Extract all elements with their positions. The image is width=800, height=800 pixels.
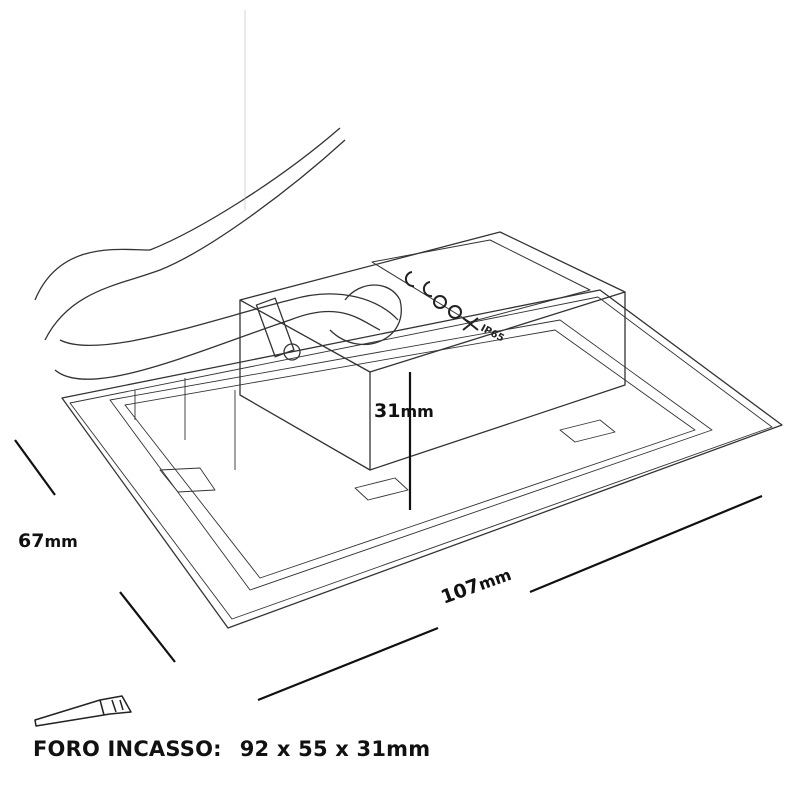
depth-dimension-label: 67mm <box>18 530 78 552</box>
driver-box <box>239 231 626 471</box>
dimension-lines <box>14 372 763 702</box>
mounting-plate <box>61 289 783 629</box>
cutout-caption: FORO INCASSO: 92 x 55 x 31mm <box>33 737 430 761</box>
hand-saw-icon <box>34 695 132 727</box>
height-dimension-label: 31mm <box>374 400 434 422</box>
depth-dimension-line <box>14 439 176 663</box>
power-cable <box>34 10 402 380</box>
cutout-size: 92 x 55 x 31mm <box>239 737 431 761</box>
width-dimension-line <box>257 494 763 702</box>
cutout-label: FORO INCASSO: <box>33 737 222 761</box>
ce-marking <box>404 271 479 331</box>
